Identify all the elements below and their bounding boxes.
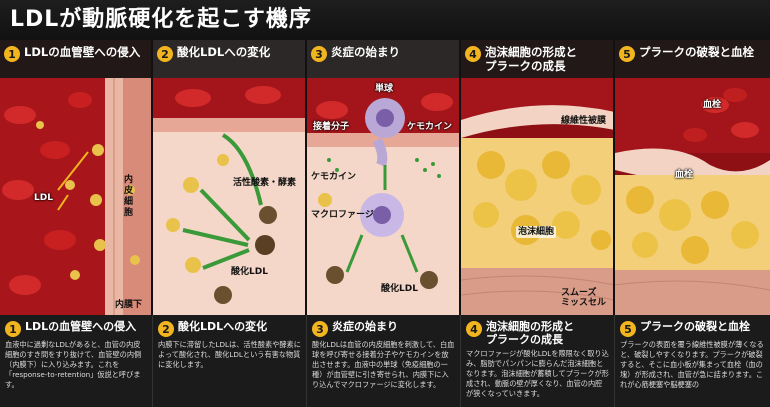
caption-2: 2 酸化LDLへの変化 内膜下に滞留したLDLは、活性酸素や酵素によって酸化され、… xyxy=(153,315,307,407)
step-number-badge: 3 xyxy=(312,321,328,337)
step-number-badge: 2 xyxy=(158,321,174,337)
step-number-badge: 2 xyxy=(157,46,173,62)
panel-2-header: 2 酸化LDLへの変化 xyxy=(153,40,305,78)
title-bar: LDLが動脈硬化を起こす機序 xyxy=(0,0,770,40)
panel-heading: 炎症の始まり xyxy=(331,45,400,59)
panel-3-header: 3 炎症の始まり xyxy=(307,40,459,78)
label-intima: 内膜下 xyxy=(115,300,143,310)
label-monocyte: 単球 xyxy=(375,84,394,94)
panel-5-header: 5 プラークの破裂と血栓 xyxy=(615,40,770,78)
caption-heading: 炎症の始まり xyxy=(332,320,398,333)
panel-4: 4 泡沫細胞の形成と プラークの成長 線維性被膜 泡沫細胞 スムーズ ミッスセル xyxy=(461,40,615,315)
panel-1: 1 LDLの血管壁への侵入 LDL 内皮細胞 内膜下 xyxy=(0,40,153,315)
panel-4-header: 4 泡沫細胞の形成と プラークの成長 xyxy=(461,40,613,78)
label-chemokine-top: ケモカイン xyxy=(407,122,453,132)
label-chemokine-bottom: ケモカイン xyxy=(311,172,357,182)
panel-heading: LDLの血管壁への侵入 xyxy=(24,45,141,59)
caption-body: プラークの表面を覆う線維性被膜が薄くなると、破裂しやすくなります。プラークが破裂… xyxy=(620,340,764,389)
caption-3: 3 炎症の始まり 酸化LDLは血管の内皮細胞を刺激して、白血球を呼び寄せる接着分子… xyxy=(307,315,461,407)
step-number-badge: 3 xyxy=(311,46,327,62)
panel-2-illustration xyxy=(153,40,305,315)
panel-4-illustration xyxy=(461,40,613,315)
panel-heading: プラークの破裂と血栓 xyxy=(639,45,754,59)
label-smooth-muscle-cell: スムーズ ミッスセル xyxy=(561,288,607,308)
caption-heading: LDLの血管壁への侵入 xyxy=(25,320,137,333)
panel-1-illustration xyxy=(0,40,151,315)
panel-3: 3 炎症の始まり 単球 接着分子 ケモカイン ケモカイン マクロファージ 酸化L… xyxy=(307,40,461,315)
caption-5: 5 プラークの破裂と血栓 プラークの表面を覆う線維性被膜が薄くなると、破裂しやすく… xyxy=(615,315,770,407)
label-oxidized-ldl: 酸化LDL xyxy=(381,284,418,294)
label-endothelium: 内皮細胞 xyxy=(124,175,134,218)
step-number-badge: 5 xyxy=(620,321,636,337)
caption-heading: プラークの破裂と血栓 xyxy=(640,320,750,333)
label-adhesion-molecule: 接着分子 xyxy=(313,122,350,132)
step-number-badge: 4 xyxy=(466,321,482,337)
label-thrombus-bottom: 血栓 xyxy=(675,170,694,180)
panel-heading: 酸化LDLへの変化 xyxy=(177,45,271,59)
label-foam-cell: 泡沫細胞 xyxy=(516,226,557,238)
step-number-badge: 4 xyxy=(465,46,481,62)
caption-body: 酸化LDLは血管の内皮細胞を刺激して、白血球を呼び寄せる接着分子やケモカインを放… xyxy=(312,340,455,389)
label-macrophage: マクロファージ xyxy=(311,210,374,220)
panel-5-illustration xyxy=(615,40,770,315)
label-fibrous-cap: 線維性被膜 xyxy=(561,116,607,126)
step-number-badge: 1 xyxy=(5,321,21,337)
panel-1-header: 1 LDLの血管壁への侵入 xyxy=(0,40,151,78)
label-ldl: LDL xyxy=(34,193,53,203)
label-thrombus-top: 血栓 xyxy=(703,100,722,110)
label-reactive-oxygen: 活性酸素・酵素 xyxy=(233,178,297,188)
step-number-badge: 5 xyxy=(619,46,635,62)
panel-3-illustration xyxy=(307,40,459,315)
panel-5: 5 プラークの破裂と血栓 血栓 血栓 xyxy=(615,40,770,315)
caption-1: 1 LDLの血管壁への侵入 血液中に過剰なLDLがあると、血管の内皮細胞のすき間を… xyxy=(0,315,153,407)
label-oxidized-ldl: 酸化LDL xyxy=(231,267,268,277)
panel-heading: 泡沫細胞の形成と プラークの成長 xyxy=(485,45,577,73)
caption-heading: 酸化LDLへの変化 xyxy=(178,320,268,333)
page-title: LDLが動脈硬化を起こす機序 xyxy=(10,7,312,32)
caption-body: マクロファージが酸化LDLを際限なく取り込み、脂肪でパンパンに膨らんだ泡沫細胞と… xyxy=(466,349,609,398)
panel-2: 2 酸化LDLへの変化 活性酸素・酵素 酸化LDL xyxy=(153,40,307,315)
step-number-badge: 1 xyxy=(4,46,20,62)
caption-body: 血液中に過剰なLDLがあると、血管の内皮細胞のすき間をすり抜けて、血管壁の内側（… xyxy=(5,340,142,389)
caption-body: 内膜下に滞留したLDLは、活性酸素や酵素によって酸化され、酸化LDLという有害な… xyxy=(158,340,301,369)
caption-heading: 泡沫細胞の形成と プラークの成長 xyxy=(486,320,574,346)
